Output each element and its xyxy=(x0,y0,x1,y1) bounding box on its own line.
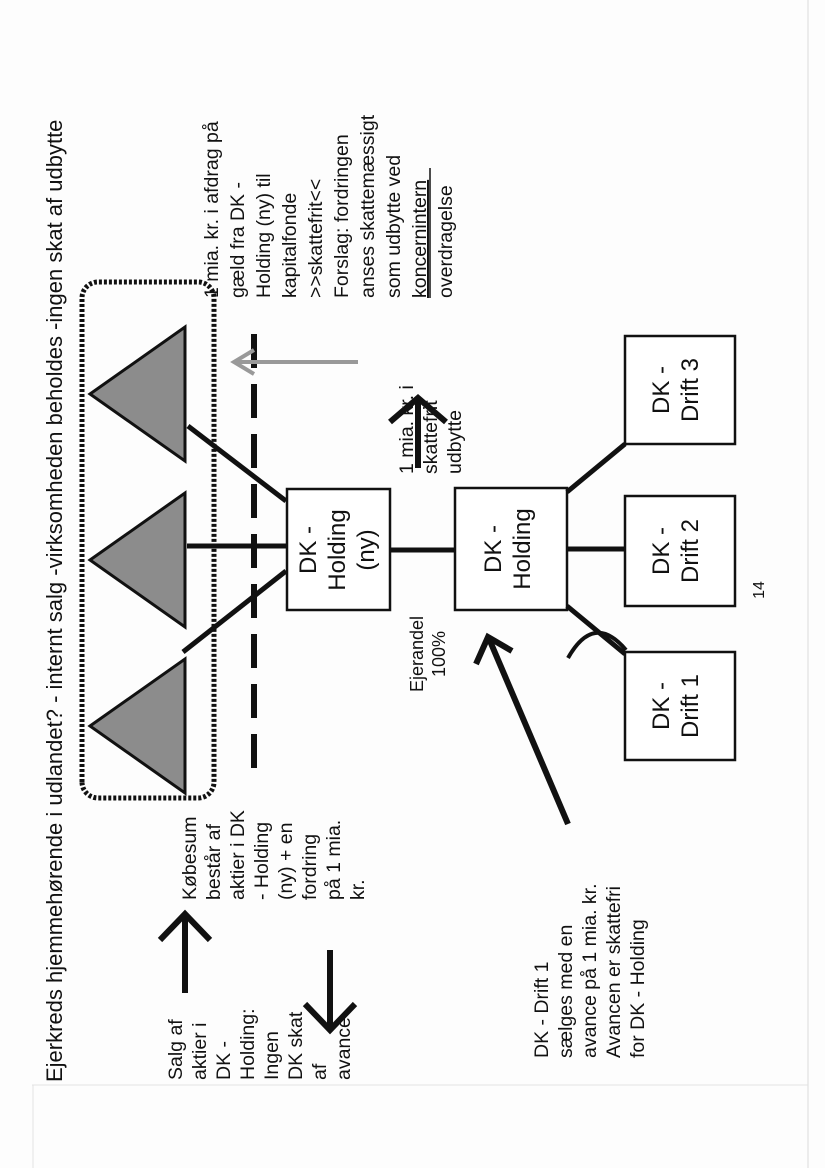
left-note-line5: Ingen xyxy=(261,1031,283,1080)
ownership-label-line2: 100% xyxy=(429,631,449,677)
box-dk-drift2 xyxy=(623,494,737,608)
sale-note-line4: Avancen er skattefri xyxy=(603,886,625,1058)
dividend-label-line3: udbytte xyxy=(444,410,466,474)
repayment-arrow-head xyxy=(230,348,256,376)
sale-arrow-head xyxy=(302,1001,358,1035)
repayment-note-line2: gæld fra DK - xyxy=(227,182,249,298)
link-owner1-holding-ny xyxy=(181,569,288,654)
purchase-note-line5: (ny) + en xyxy=(275,823,297,901)
repayment-note-line3: Holding (ny) til xyxy=(253,173,275,298)
dividend-label-line1: 1 mia. kr. i xyxy=(396,385,418,474)
box-dk-holding-ny-line2: Holding xyxy=(324,509,351,590)
repayment-note-line6: Forslag: fordringen xyxy=(331,134,353,298)
box-dk-drift3 xyxy=(623,334,737,446)
left-note-line3: DK - xyxy=(213,1041,235,1080)
repayment-note-line7: anses skattemæssigt xyxy=(357,114,379,298)
repayment-note-line4: kapitalfonde xyxy=(279,193,301,298)
sale-note-line3: avance på 1 mia. kr. xyxy=(579,883,601,1058)
owner-triangle-3 xyxy=(87,324,187,464)
box-dk-drift1 xyxy=(623,650,737,762)
repayment-note-underlined: koncernintern xyxy=(409,180,431,298)
sale-drift1-arrow-head xyxy=(473,632,514,666)
repayment-note-line1: 1 mia. kr. i afdrag på xyxy=(201,121,223,298)
left-note-line4: Holding: xyxy=(237,1008,259,1080)
box-dk-drift3-line1: DK - xyxy=(648,366,675,414)
repayment-note-last: overdragelse xyxy=(435,185,457,298)
link-owner3-holding-ny xyxy=(186,424,288,503)
box-dk-drift2-line1: DK - xyxy=(648,527,675,575)
left-note-line8: avance xyxy=(333,1017,355,1080)
box-dk-drift3-line2: Drift 3 xyxy=(677,358,704,422)
purchase-note-line8: kr. xyxy=(347,879,369,900)
diagram-title: Ejerkreds hjemmehørende i udlandet? - in… xyxy=(42,120,67,1082)
dividend-arrow-head xyxy=(388,394,448,425)
sale-note-line5: for DK - Holding xyxy=(627,919,649,1058)
repayment-note-line5: >>skattefrit<< xyxy=(305,179,327,298)
repayment-note-line8: som udbytte ved xyxy=(383,155,405,298)
cut-mark-drift1 xyxy=(566,631,628,659)
left-note-line7: af xyxy=(309,1063,331,1080)
ownership-label-line1: Ejerandel xyxy=(407,616,427,692)
box-dk-holding-ny-line1: DK - xyxy=(295,526,322,574)
left-note-line2: aktier i xyxy=(189,1023,211,1080)
box-dk-drift1-line2: Drift 1 xyxy=(677,674,704,738)
owner-triangle-1 xyxy=(87,656,187,796)
owners-group-frame xyxy=(79,279,217,801)
purchase-note-line4: - Holding xyxy=(251,822,273,900)
sale-note-line2: sælges med en xyxy=(555,925,577,1058)
box-dk-drift1-line1: DK - xyxy=(648,682,675,730)
purchase-note-line3: aktier i DK xyxy=(227,810,249,900)
rotated-slide: Ejerkreds hjemmehørende i udlandet? - in… xyxy=(42,114,768,1082)
box-dk-holding-line1: DK - xyxy=(480,525,507,573)
link-holding-drift3 xyxy=(565,442,627,494)
dividend-label-line2: skattefrit xyxy=(420,400,442,474)
page-number: 14 xyxy=(751,581,768,599)
purchase-note-line1: Købesum xyxy=(179,817,201,900)
sale-drift1-arrow-line xyxy=(487,639,571,826)
purchase-arrow-head xyxy=(157,909,213,943)
sale-note-line1: DK - Drift 1 xyxy=(531,962,553,1058)
purchase-note-line7: på 1 mia. xyxy=(323,820,345,900)
purchase-note-line6: fordring xyxy=(299,834,321,900)
left-note-line6: DK skat xyxy=(285,1011,307,1080)
box-dk-holding-ny-line3: (ny) xyxy=(353,529,380,570)
left-note-line1: Salg af xyxy=(165,1019,187,1080)
box-dk-drift2-line2: Drift 2 xyxy=(677,519,704,583)
purchase-note-line2: består af xyxy=(203,824,225,900)
box-dk-holding-line2: Holding xyxy=(509,508,536,589)
link-holding-drift1 xyxy=(565,604,627,656)
owner-triangle-2 xyxy=(87,490,187,630)
